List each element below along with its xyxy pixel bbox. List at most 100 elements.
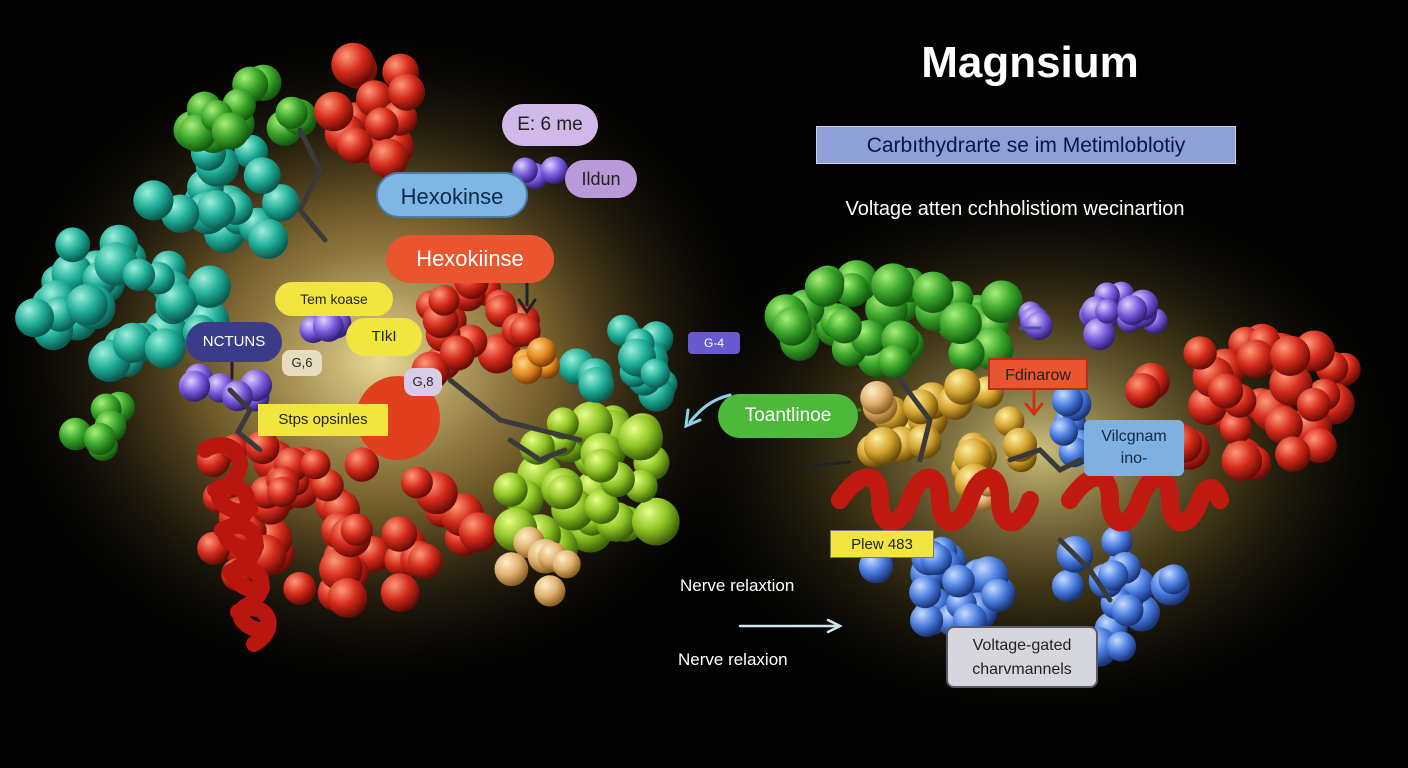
atom-sphere: [66, 284, 108, 326]
atom-sphere: [1275, 436, 1311, 472]
atom-sphere: [618, 415, 663, 461]
atom-sphere: [1125, 373, 1161, 409]
atom-sphere: [133, 180, 174, 221]
atom-sphere: [300, 449, 331, 480]
label-g8: G,8: [404, 368, 442, 396]
atom-sphere: [344, 447, 380, 482]
label-nerve-1: Nerve relaxtion: [680, 576, 795, 595]
atom-sphere: [312, 311, 344, 342]
label-nctuns: NCTUNS: [186, 322, 282, 362]
atom-sphere: [1221, 440, 1263, 482]
atom-sphere: [1051, 569, 1084, 602]
label-g6: G,6: [282, 350, 322, 376]
atom-sphere: [336, 127, 373, 164]
page-title: Magnsium: [921, 38, 1139, 87]
atom-sphere: [909, 576, 942, 609]
bond-sticks: [227, 127, 1113, 603]
atom-sphere: [439, 335, 476, 371]
atom-sphere: [1236, 339, 1276, 378]
atom-sphere: [1098, 560, 1129, 591]
label-hexokinse-red: Hexokiinse: [386, 235, 554, 283]
label-fdinarow: Fdinarow: [988, 358, 1088, 390]
atom-sphere: [428, 284, 460, 316]
atom-sphere: [1117, 295, 1148, 326]
label-voltage-gated: Voltage-gated charvmannels: [946, 626, 1098, 688]
label-plew: Plew 483: [830, 530, 934, 558]
atom-sphere: [980, 280, 1023, 324]
label-e6me: E: 6 me: [502, 104, 598, 146]
label-tiki: TIkI: [346, 318, 422, 356]
atom-sphere: [1183, 336, 1217, 370]
atom-sphere: [1264, 406, 1303, 445]
atom-sphere: [942, 564, 975, 598]
atom-sphere: [331, 42, 375, 87]
atom-sphere: [547, 474, 582, 509]
atom-sphere: [211, 112, 249, 150]
atom-sphere: [910, 603, 944, 637]
atom-sphere: [262, 184, 300, 222]
atom-sphere: [1269, 335, 1311, 376]
atom-sphere: [1302, 428, 1337, 464]
atom-sphere: [267, 476, 298, 508]
atom-sphere: [112, 322, 153, 363]
atom-sphere: [400, 466, 433, 499]
atom-sphere: [860, 381, 894, 415]
atom-sphere: [275, 96, 308, 129]
atom-sphere: [1296, 387, 1331, 422]
atom-sphere: [878, 344, 912, 379]
atom-sphere: [552, 550, 581, 579]
atom-sphere: [1158, 564, 1189, 595]
atom-sphere: [526, 337, 557, 368]
atom-sphere: [1101, 525, 1133, 557]
atom-sphere: [327, 578, 368, 618]
atom-sphere: [540, 156, 569, 185]
atom-sphere: [871, 263, 915, 307]
atom-sphere: [122, 258, 156, 292]
label-nerve-2: Nerve relaxion: [678, 650, 788, 669]
atom-sphere: [981, 578, 1015, 612]
atom-sphere: [283, 572, 317, 605]
atom-sphere: [248, 219, 289, 259]
atom-sphere: [144, 328, 186, 369]
atom-sphere: [640, 358, 670, 389]
atom-sphere: [55, 227, 91, 263]
atom-clusters: [15, 42, 1361, 667]
atom-sphere: [939, 301, 982, 345]
subtitle-box: Carbıthydrarte se im Metimloblotiy: [816, 126, 1236, 164]
red-disc: [356, 376, 440, 460]
label-hexokinse-blue: Hexokinse: [376, 172, 528, 218]
atom-sphere: [1111, 594, 1144, 627]
atom-sphere: [494, 552, 529, 587]
atom-sphere: [1095, 299, 1120, 324]
atom-sphere: [458, 512, 499, 552]
atom-sphere: [948, 335, 985, 372]
label-steps: Stps opsinles: [258, 404, 388, 436]
atom-sphere: [380, 573, 420, 612]
label-temkoase: Tem koase: [275, 282, 393, 316]
atom-sphere: [1049, 417, 1079, 446]
caption-text: Voltage atten cchholistiom wecinartion: [845, 198, 1185, 220]
atom-sphere: [912, 271, 954, 313]
atom-sphere: [773, 306, 812, 346]
label-g4: G-4: [688, 332, 740, 354]
atom-sphere: [245, 430, 280, 465]
atom-sphere: [407, 543, 443, 579]
atom-sphere: [632, 497, 680, 546]
atom-sphere: [493, 472, 528, 507]
atom-sphere: [1106, 631, 1137, 662]
atom-sphere: [1051, 384, 1084, 417]
atom-sphere: [1024, 311, 1053, 341]
atom-sphere: [804, 267, 845, 307]
atom-sphere: [584, 489, 620, 524]
atom-sphere: [584, 448, 619, 483]
atom-sphere: [157, 282, 197, 322]
atom-sphere: [15, 298, 55, 338]
label-toantinoe: Toantlinoe: [718, 394, 858, 438]
atom-sphere: [477, 334, 517, 374]
label-vilcgnam: Vilcgnam ino-: [1084, 420, 1184, 476]
atom-sphere: [313, 91, 354, 132]
atom-sphere: [59, 417, 92, 451]
atom-sphere: [534, 575, 566, 607]
